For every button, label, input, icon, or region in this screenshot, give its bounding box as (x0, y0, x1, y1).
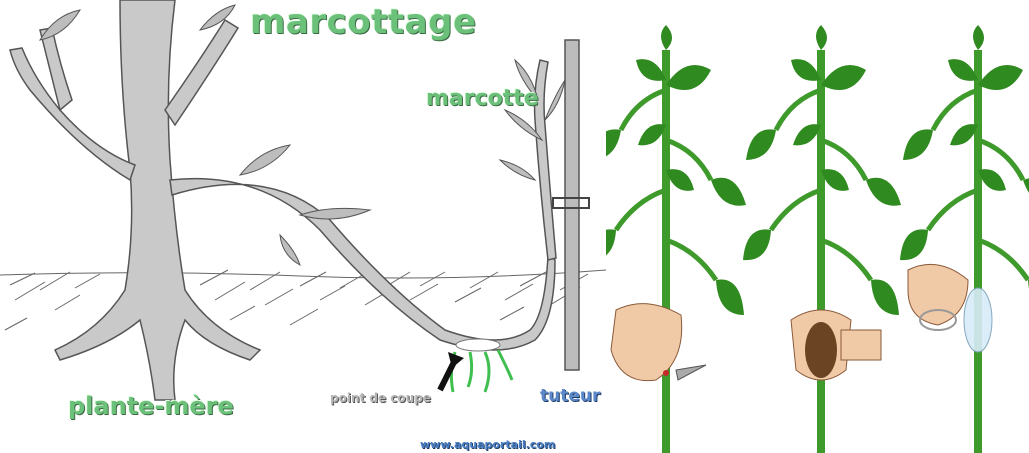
step-enveloppe (900, 25, 1029, 453)
leaves (40, 5, 565, 265)
ground (0, 270, 606, 330)
layering-diagram: marcottage marcotte plante-mère point de… (0, 0, 606, 453)
step-substrat (743, 25, 901, 453)
step-incision (606, 25, 746, 453)
air-layering-steps (606, 0, 1029, 453)
diagram-title: marcottage (250, 2, 477, 42)
label-marcotte: marcotte (426, 86, 539, 111)
label-tuteur: tuteur (540, 386, 600, 406)
label-plante-mere: plante-mère (68, 392, 234, 420)
credit-url: www.aquaportail.com (420, 438, 555, 451)
roots (451, 350, 512, 392)
stake (553, 40, 589, 370)
steps-illustration (606, 0, 1029, 453)
cut-wrap (456, 339, 500, 351)
layering-illustration (0, 0, 606, 453)
label-point-de-coupe: point de coupe (330, 391, 431, 405)
